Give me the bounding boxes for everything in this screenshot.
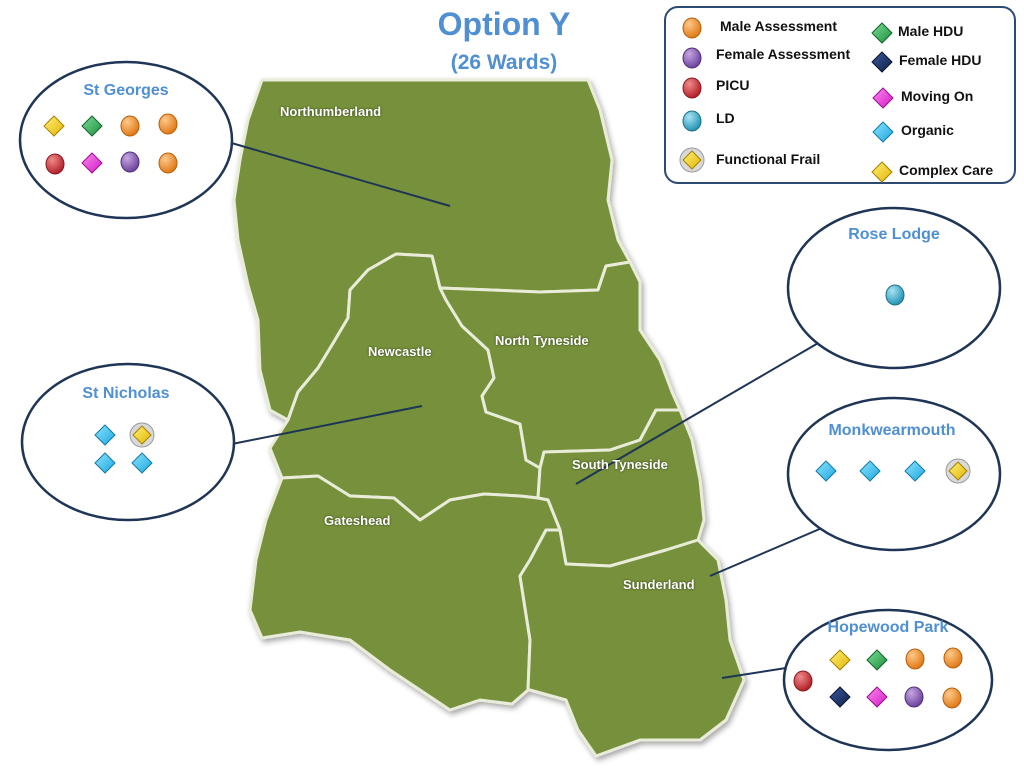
orange-circle-icon xyxy=(120,115,140,137)
gold-ringed-diamond-icon xyxy=(129,422,155,448)
site-circle-st-georges xyxy=(18,60,234,220)
site-circle-hopewood-park xyxy=(782,608,994,752)
blue-diamond-icon xyxy=(872,121,894,143)
red-circle-icon xyxy=(793,670,813,692)
blue-diamond-icon xyxy=(904,460,926,482)
blue-diamond-icon xyxy=(859,460,881,482)
connector-st-nicholas xyxy=(231,405,423,445)
site-name-hopewood-park: Hopewood Park xyxy=(827,619,949,636)
district-sunderland xyxy=(518,528,746,758)
purple-circle-icon xyxy=(904,686,924,708)
legend-label-ld: LD xyxy=(716,110,735,126)
district-label-northumberland: Northumberland xyxy=(280,104,382,119)
legend-label-female-assessment: Female Assessment xyxy=(716,46,851,62)
navy-diamond-icon xyxy=(871,51,893,73)
blue-diamond-icon xyxy=(94,452,116,474)
legend-label-moving-on: Moving On xyxy=(901,88,974,104)
orange-circle-icon xyxy=(943,647,963,669)
blue-diamond-icon xyxy=(94,424,116,446)
yellow-diamond-icon xyxy=(871,161,893,183)
site-name-monkwearmouth: Monkwearmouth xyxy=(828,422,956,439)
yellow-diamond-icon xyxy=(829,649,851,671)
orange-circle-icon xyxy=(158,152,178,174)
orange-circle-icon xyxy=(905,648,925,670)
magenta-diamond-icon xyxy=(872,87,894,109)
legend-label-functional-frail: Functional Frail xyxy=(716,151,821,167)
gold-ringed-diamond-icon xyxy=(945,458,971,484)
legend-label-picu: PICU xyxy=(716,77,750,93)
purple-circle-icon xyxy=(682,47,702,69)
orange-circle-icon xyxy=(682,17,702,39)
yellow-diamond-icon xyxy=(43,115,65,137)
connector-rose-lodge xyxy=(575,341,821,485)
legend-label-male-assessment: Male Assessment xyxy=(720,18,837,34)
legend-label-male-hdu: Male HDU xyxy=(898,23,964,39)
red-circle-icon xyxy=(682,77,702,99)
site-name-st-nicholas: St Nicholas xyxy=(82,385,170,402)
connector-monkwearmouth xyxy=(709,527,823,577)
teal-circle-icon xyxy=(885,284,905,306)
district-gateshead xyxy=(248,474,562,712)
orange-circle-icon xyxy=(158,113,178,135)
magenta-diamond-icon xyxy=(81,152,103,174)
red-circle-icon xyxy=(45,153,65,175)
green-diamond-icon xyxy=(871,22,893,44)
district-label-newcastle: Newcastle xyxy=(368,344,432,359)
navy-diamond-icon xyxy=(829,686,851,708)
site-name-rose-lodge: Rose Lodge xyxy=(848,226,940,243)
orange-circle-icon xyxy=(942,687,962,709)
magenta-diamond-icon xyxy=(866,686,888,708)
district-label-south-tyneside: South Tyneside xyxy=(572,457,668,472)
ward-icons xyxy=(43,113,971,709)
page-subtitle: (26 Wards) xyxy=(450,51,558,74)
page-title: Option Y xyxy=(437,6,571,42)
legend-label-complex-care: Complex Care xyxy=(899,162,994,178)
purple-circle-icon xyxy=(120,151,140,173)
connector-st-georges xyxy=(227,141,451,207)
connector-hopewood-park xyxy=(721,667,787,679)
green-diamond-icon xyxy=(81,115,103,137)
district-label-north-tyneside: North Tyneside xyxy=(495,333,589,348)
connector-lines xyxy=(227,141,823,679)
blue-diamond-icon xyxy=(815,460,837,482)
blue-diamond-icon xyxy=(131,452,153,474)
legend-label-female-hdu: Female HDU xyxy=(899,52,982,68)
district-label-gateshead: Gateshead xyxy=(324,513,391,528)
green-diamond-icon xyxy=(866,649,888,671)
legend-box xyxy=(664,6,1016,184)
teal-circle-icon xyxy=(682,110,702,132)
legend-icons xyxy=(679,17,894,183)
site-name-st-georges: St Georges xyxy=(83,82,169,99)
site-circle-monkwearmouth xyxy=(786,396,1002,552)
legend-label-organic: Organic xyxy=(901,122,954,138)
district-label-sunderland: Sunderland xyxy=(623,577,695,592)
site-circle-st-nicholas xyxy=(20,362,236,522)
gold-ringed-diamond-icon xyxy=(679,147,705,173)
